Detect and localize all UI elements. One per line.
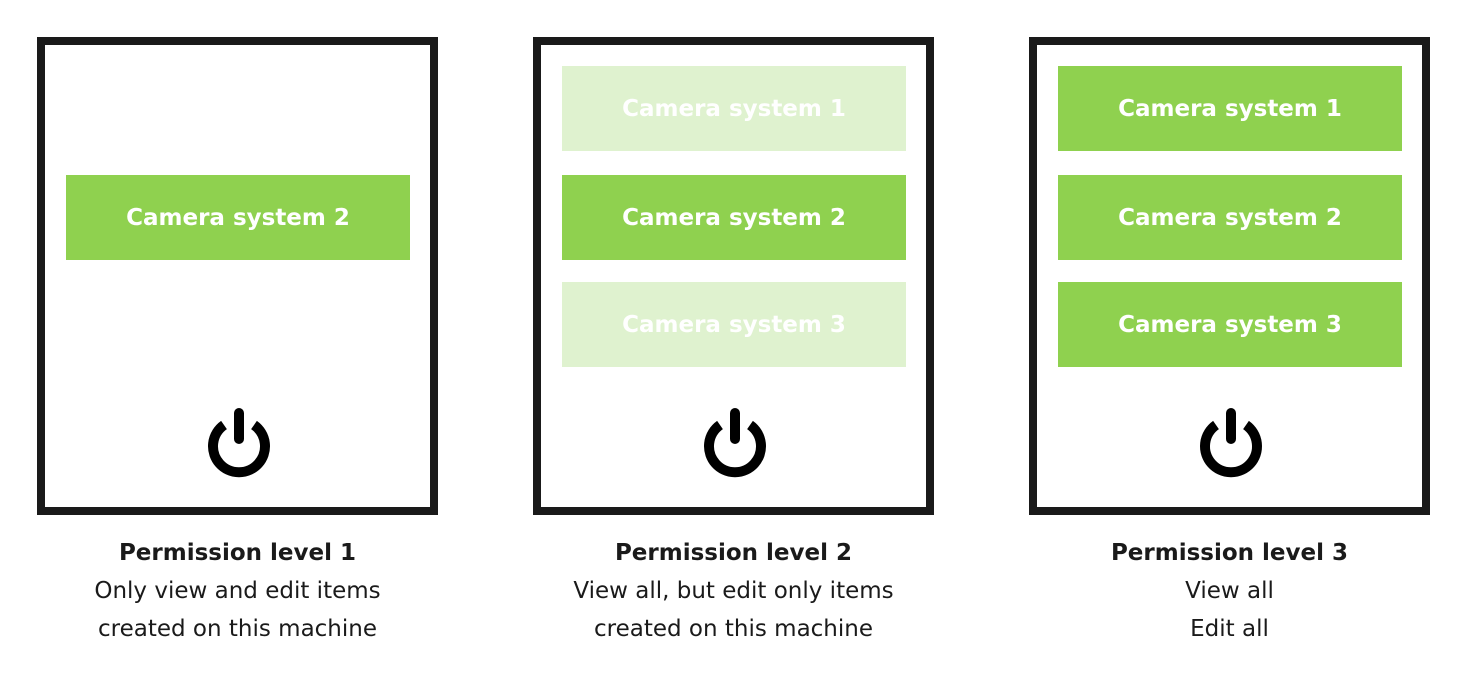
permission-description: Edit all (1190, 616, 1269, 642)
power-icon (206, 407, 272, 479)
permission-description: Only view and edit items (94, 578, 381, 604)
power-icon (702, 407, 768, 479)
permission-description: View all (1185, 578, 1274, 604)
permission-caption: Permission level 2 View all, but edit onl… (533, 534, 934, 648)
permission-title: Permission level 3 (1110, 540, 1349, 566)
permission-description: created on this machine (594, 616, 873, 642)
camera-system-item: Camera system 2 (66, 175, 410, 260)
camera-system-item: Camera system 1 (1058, 66, 1402, 151)
device-panel-2: Camera system 1 Camera system 2 Camera sys… (533, 37, 934, 515)
camera-system-item: Camera system 1 (562, 66, 906, 151)
camera-system-item: Camera system 2 (562, 175, 906, 260)
device-panel-3: Camera system 1 Camera system 2 Camera sys… (1029, 37, 1430, 515)
permission-title: Permission level 2 (614, 540, 853, 566)
power-icon (1198, 407, 1264, 479)
camera-system-item: Camera system 2 (1058, 175, 1402, 260)
permission-description: View all, but edit only items (573, 578, 894, 604)
permission-caption: Permission level 1 Only view and edit ite… (37, 534, 438, 648)
camera-system-item: Camera system 3 (1058, 282, 1402, 367)
camera-system-item: Camera system 3 (562, 282, 906, 367)
permission-title: Permission level 1 (118, 540, 357, 566)
permission-description: created on this machine (98, 616, 377, 642)
device-panel-1: Camera system 2 (37, 37, 438, 515)
